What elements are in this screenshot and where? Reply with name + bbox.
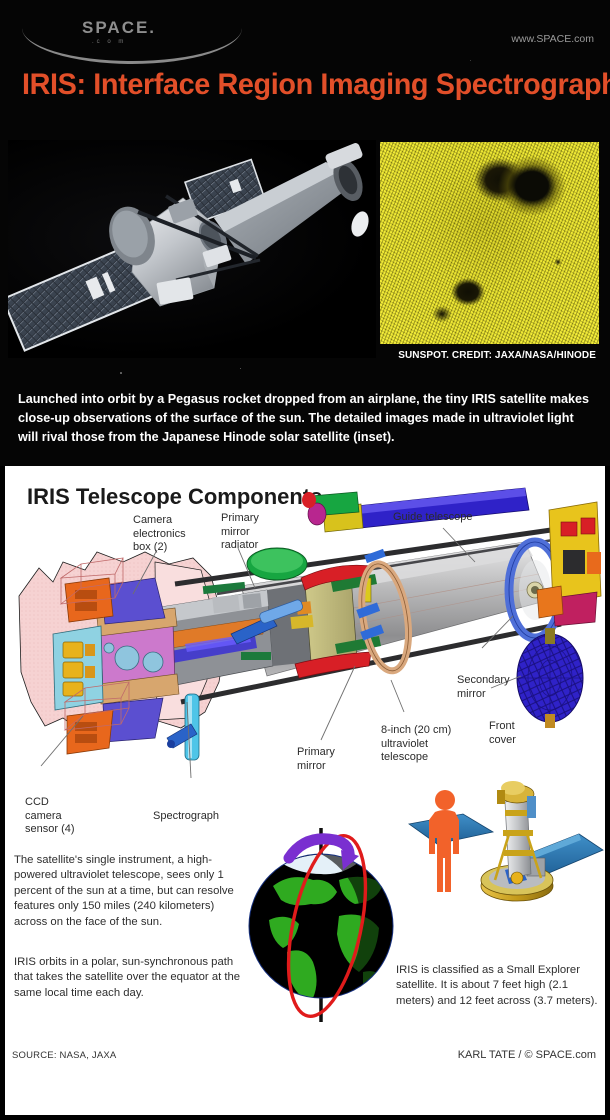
label-front-cover: Front cover — [489, 720, 516, 746]
label-secondary-mirror: Secondary mirror — [457, 674, 510, 700]
paragraph-orbit: IRIS orbits in a polar, sun-synchronous … — [14, 956, 241, 999]
source-credit: SOURCE: NASA, JAXA — [12, 1050, 117, 1061]
label-primary-mirror-radiator: Primary mirror radiator — [221, 512, 259, 551]
label-spectrograph: Spectrograph — [153, 810, 220, 822]
paragraph-instrument: The satellite's single instrument, a hig… — [14, 854, 234, 928]
satellite-photo — [8, 140, 376, 358]
site-url: www.SPACE.com — [511, 33, 594, 45]
label-camera-electronics-box: Camera electronics box (2) — [133, 514, 186, 553]
label-ccd-camera-sensor: CCD camera sensor (4) — [25, 796, 75, 835]
label-uv-telescope: 8-inch (20 cm) ultraviolet telescope — [381, 724, 452, 763]
space-com-logo[interactable]: SPACE. .c o m — [22, 18, 242, 64]
logo-wordmark: SPACE. — [82, 18, 157, 37]
components-panel: IRIS Telescope Components — [5, 466, 605, 1115]
logo-arc-icon — [22, 28, 242, 64]
author-credit: KARL TATE / © SPACE.com — [457, 1049, 596, 1061]
sunspot-credit: SUNSPOT. CREDIT: JAXA/NASA/HINODE — [398, 350, 596, 361]
human-silhouette-icon — [429, 790, 459, 892]
label-primary-mirror: Primary mirror — [297, 746, 335, 772]
paragraph-size: IRIS is classified as a Small Explorer s… — [396, 964, 598, 1007]
earth-orbit-illustration — [248, 828, 394, 1022]
satellite-illustration — [8, 143, 369, 352]
telescope-cutaway-diagram — [18, 487, 602, 779]
sunspot-image — [380, 142, 599, 344]
logo-dotcom: .c o m — [92, 39, 127, 45]
page-title: IRIS: Interface Region Imaging Spectrogr… — [22, 68, 610, 101]
label-guide-telescope: Guide telescope — [393, 511, 473, 523]
hero-caption: Launched into orbit by a Pegasus rocket … — [18, 392, 590, 444]
section-title: IRIS Telescope Components — [27, 484, 323, 509]
scale-comparison-illustration — [408, 781, 604, 902]
hero-panel: SPACE. .c o m www.SPACE.com IRIS: Interf… — [0, 0, 610, 466]
